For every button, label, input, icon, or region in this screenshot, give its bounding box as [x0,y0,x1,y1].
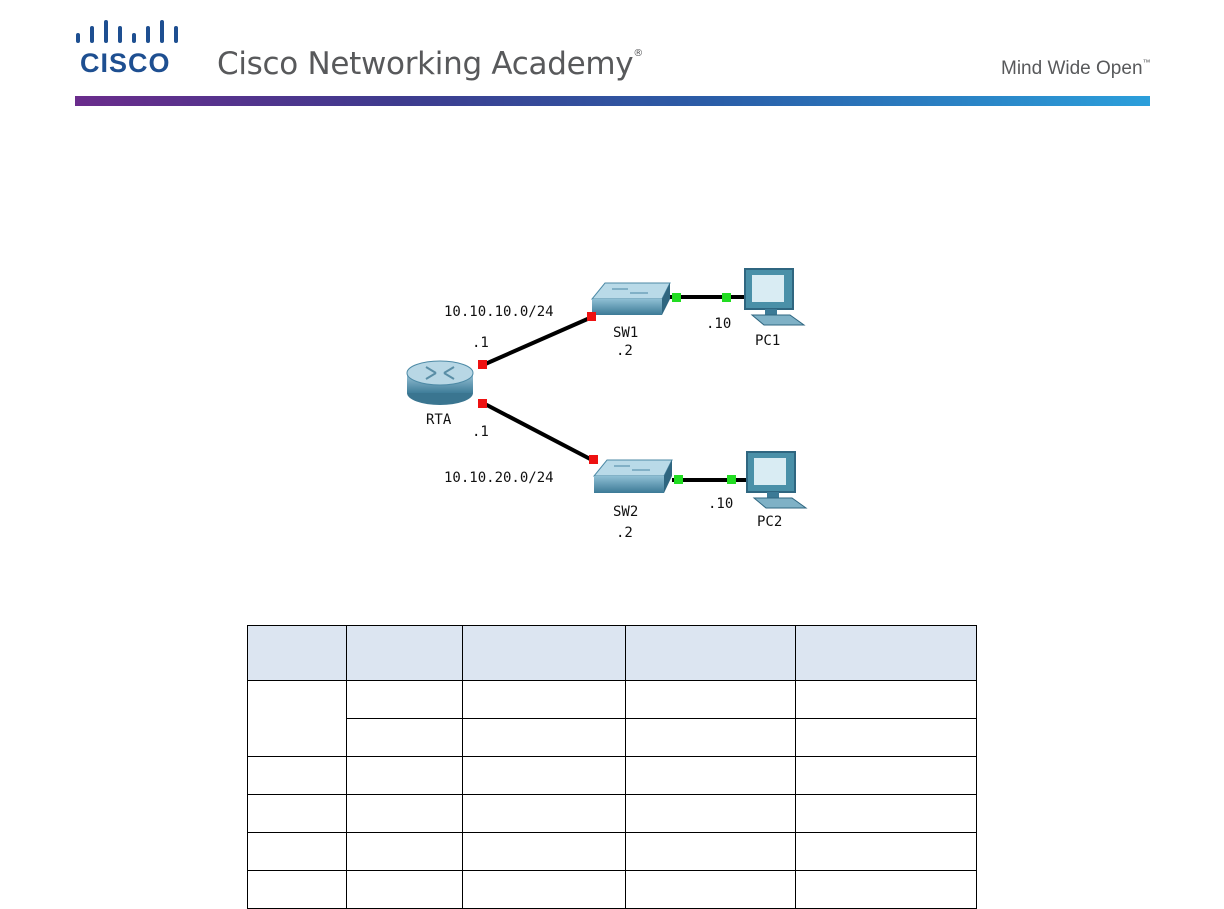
page-header: CISCO Cisco Networking Academy® Mind Wid… [0,0,1224,110]
device-label-sw2: SW2 [613,504,638,520]
host-label-pc1: .10 [706,316,731,332]
table-row [247,870,977,909]
table-row [247,832,977,871]
table-cell [346,756,463,795]
table-row [247,680,977,757]
port-indicator-pc2 [727,475,736,484]
table-cell [625,832,796,871]
table-header-cell [795,625,977,681]
router-rta-icon[interactable] [406,360,474,405]
host-label-sw2: .2 [616,525,633,541]
device-label-rta: RTA [426,412,452,428]
port-indicator-rta-g0 [478,360,487,369]
pc1-icon[interactable] [744,268,806,326]
table-cell [795,832,977,871]
table-cell [462,870,626,909]
table-cell [625,680,796,719]
table-cell [346,680,463,719]
port-indicator-sw1-uplink [587,312,596,321]
table-cell [346,870,463,909]
table-header-cell [625,625,796,681]
trademark-mark: ™ [1142,58,1151,67]
host-label-sw1: .2 [616,343,633,359]
port-indicator-rta-g1 [478,399,487,408]
table-cell [795,870,977,909]
switch-sw2-icon[interactable] [592,459,673,493]
device-label-pc1: PC1 [755,333,780,349]
academy-title: Cisco Networking Academy® [217,46,643,82]
port-indicator-sw1-access [672,293,681,302]
table-cell [795,794,977,833]
table-cell [346,832,463,871]
switch-sw1-icon[interactable] [590,282,671,315]
table-cell [247,870,347,909]
addressing-table [247,625,977,909]
table-cell [247,832,347,871]
table-cell [462,718,626,757]
network-label-net2: 10.10.20.0/24 [444,470,554,486]
port-indicator-pc1 [722,293,731,302]
network-topology-diagram: 10.10.10.0/24 10.10.20.0/24 .1 .1 RTA SW… [380,255,840,555]
host-label-pc2: .10 [708,496,733,512]
table-cell [462,680,626,719]
academy-title-text: Cisco Networking Academy [217,46,634,82]
table-cell [625,756,796,795]
table-cell [462,832,626,871]
table-header-cell [247,625,347,681]
device-label-pc2: PC2 [757,514,782,530]
tagline-text: Mind Wide Open [1001,58,1143,79]
table-header-cell [462,625,626,681]
registered-mark: ® [633,48,643,59]
header-gradient-divider [75,96,1150,106]
host-label-rta-g1: .1 [472,424,489,440]
table-cell [625,870,796,909]
table-cell [795,756,977,795]
table-cell [625,794,796,833]
table-header-row [247,625,977,681]
cisco-wordmark: CISCO [80,48,171,78]
link-rta-sw1 [482,315,593,367]
table-cell [346,794,463,833]
table-cell [247,756,347,795]
port-indicator-sw2-uplink [589,455,598,464]
pc2-icon[interactable] [746,451,808,509]
network-label-net1: 10.10.10.0/24 [444,304,554,320]
device-label-sw1: SW1 [613,325,638,341]
tagline: Mind Wide Open™ [1001,58,1151,80]
table-cell [625,718,796,757]
port-indicator-sw2-access [674,475,683,484]
table-row [247,794,977,833]
table-cell [462,756,626,795]
cisco-logo-bars-icon [76,20,178,43]
table-cell [346,718,463,757]
table-cell [247,680,347,757]
table-row [247,756,977,795]
table-cell [247,794,347,833]
table-cell [795,718,977,757]
link-rta-sw2 [482,401,595,463]
table-cell [795,680,977,719]
table-row [248,718,977,757]
topology-svg: 10.10.10.0/24 10.10.20.0/24 .1 .1 RTA SW… [406,268,808,541]
table-cell [462,794,626,833]
host-label-rta-g0: .1 [472,335,489,351]
table-header-cell [346,625,463,681]
